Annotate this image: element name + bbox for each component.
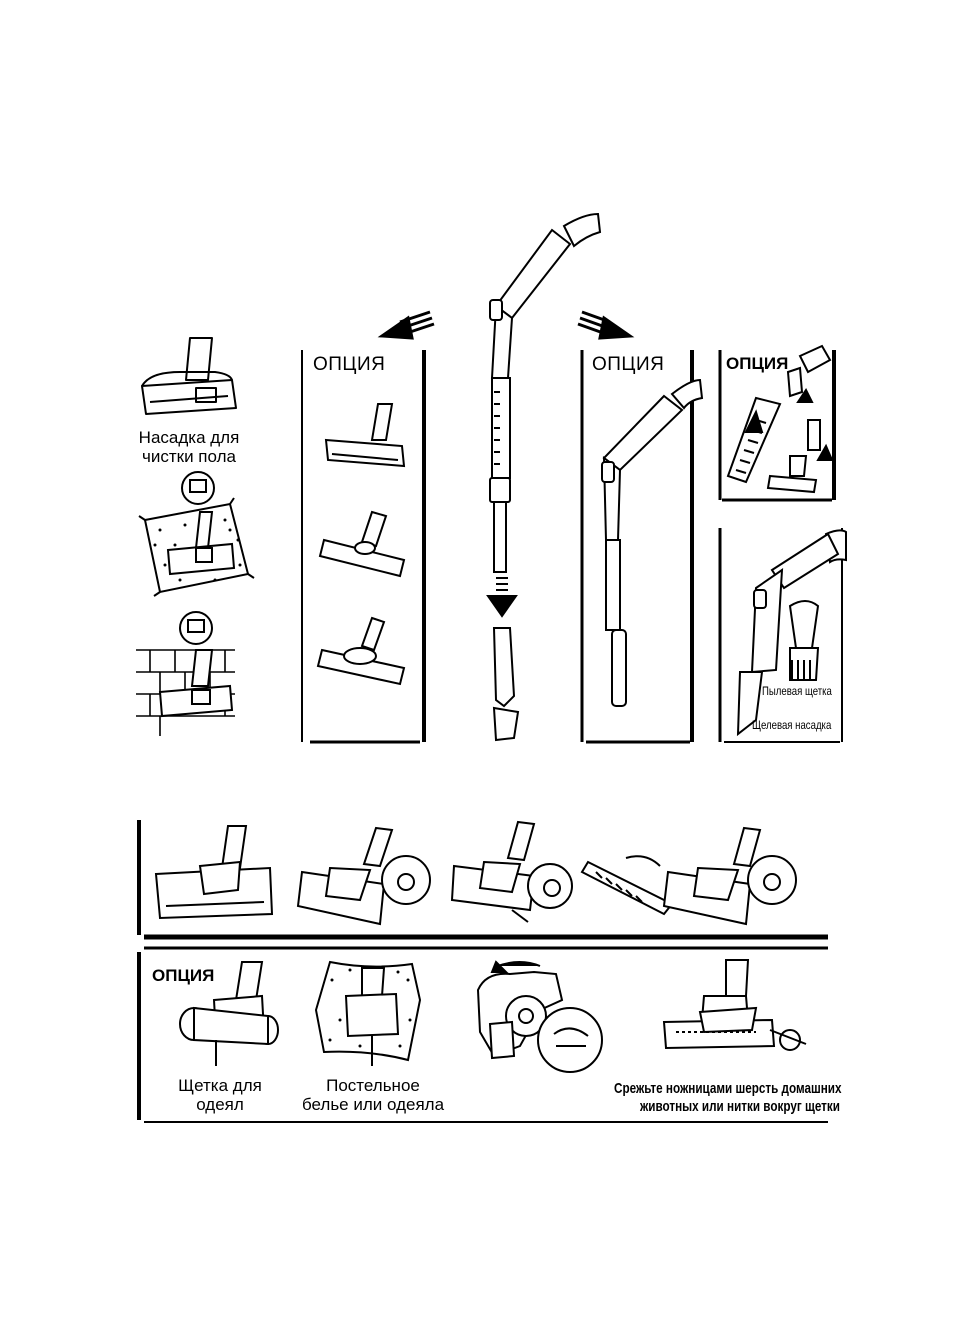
blanket-brush-label-line1: Щетка для xyxy=(160,1076,280,1095)
floor-nozzle-label-line2: чистки пола xyxy=(130,447,248,466)
bottom-option-label: ОПЦИЯ xyxy=(152,966,214,986)
cut-threads-label-line1: Срежьте ножницами шерсть домашних xyxy=(614,1080,841,1097)
blanket-brush-label-line2: одеял xyxy=(160,1095,280,1114)
crevice-nozzle-label: Щелевая насадка xyxy=(752,718,831,732)
floor-nozzle-label-line1: Насадка для xyxy=(130,428,248,447)
dust-brush-label: Пылевая щетка xyxy=(762,684,832,698)
option-panel-3-label: ОПЦИЯ xyxy=(726,354,788,374)
option-panel-1-label: ОПЦИЯ xyxy=(313,354,385,376)
option-panel-2-label: ОПЦИЯ xyxy=(592,354,664,376)
cut-threads-label-line2: животных или нитки вокруг щетки xyxy=(640,1098,840,1115)
bedding-label-line1: Постельное xyxy=(296,1076,450,1095)
bedding-label-line2: белье или одеяла xyxy=(296,1095,450,1114)
